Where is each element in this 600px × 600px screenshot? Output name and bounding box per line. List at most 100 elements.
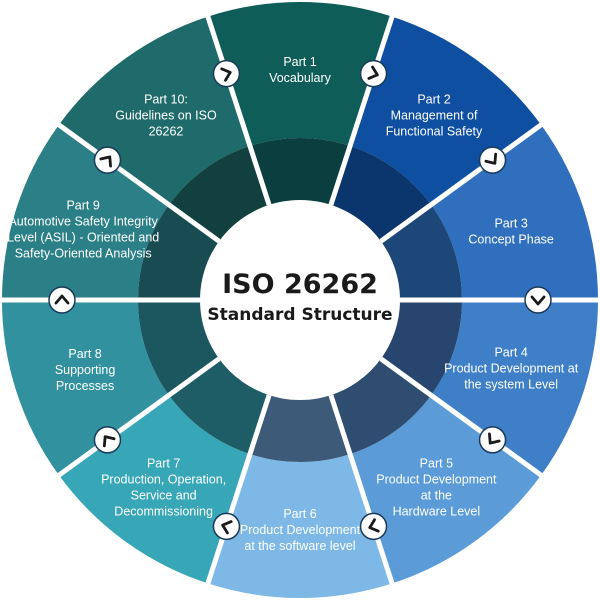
chevron-stroke: [54, 294, 70, 305]
label-line: Product Development: [240, 523, 361, 537]
badge-circle: [359, 59, 388, 88]
label-line: Concept Phase: [468, 232, 554, 246]
divider: [204, 13, 272, 206]
chevron-glyph: [54, 294, 70, 305]
divider: [328, 394, 396, 587]
chevron-stroke: [488, 432, 501, 445]
badge-circle: [48, 286, 76, 314]
chevron-stroke: [368, 518, 380, 533]
label-line: Production, Operation,: [101, 473, 226, 487]
chevron-glyph: [99, 155, 112, 168]
chevron-glyph: [102, 435, 116, 448]
chevron-glyph: [530, 295, 546, 306]
segment-part-9: [2, 124, 169, 300]
center-subtitle: Standard Structure: [207, 305, 392, 325]
label-line: Guidelines on ISO: [115, 109, 217, 123]
chevron-icon: [48, 286, 76, 314]
chevron-stroke: [367, 65, 379, 80]
label-line: Part 5: [420, 457, 453, 471]
divider: [55, 356, 221, 479]
chevron-stroke: [530, 295, 546, 306]
badge-circle: [524, 286, 552, 314]
label-line: Part 9: [66, 199, 99, 213]
label-line: Part 2: [417, 93, 450, 107]
chevron-icon: [359, 512, 388, 541]
label-part-6: Part 6 Product Development at the software…: [240, 507, 361, 553]
label-line: at the software level: [244, 539, 355, 553]
label-line: Part 10:: [144, 93, 188, 107]
label-line: Part 4: [494, 346, 527, 360]
center-disc: [200, 200, 400, 400]
segment-part-6: [207, 454, 393, 598]
segment-part-3: [431, 124, 598, 300]
divider: [204, 394, 272, 587]
label-part-3: Part 3 Concept Phase: [468, 216, 554, 246]
inner-segment-part-6: [249, 393, 351, 462]
badge-circle: [212, 512, 241, 541]
chevron-stroke: [102, 435, 116, 448]
label-line: Processes: [56, 379, 114, 393]
label-line: Management of: [391, 109, 478, 123]
segment-part-1: [207, 2, 393, 146]
chevron-icon: [524, 286, 552, 314]
label-line: Product Development at: [444, 362, 579, 376]
chevron-glyph: [221, 520, 233, 535]
chevron-glyph: [367, 65, 379, 80]
chevron-icon: [93, 426, 122, 454]
badge-circle: [212, 59, 241, 88]
label-line: Part 6: [283, 507, 316, 521]
chevron-glyph: [484, 152, 498, 165]
label-line: Automotive Safety Integrity: [8, 215, 158, 229]
chevron-stroke: [99, 155, 112, 168]
badge-circle: [478, 426, 507, 454]
divider: [379, 356, 545, 479]
label-line: Level (ASIL) - Oriented and: [7, 231, 159, 245]
chevron-stroke: [220, 67, 232, 82]
label-part-10: Part 10: Guidelines on ISO 26262: [115, 93, 217, 139]
chevron-glyph: [220, 67, 232, 82]
label-line: Service and: [131, 489, 197, 503]
chevron-icon: [212, 512, 241, 541]
label-line: Part 7: [147, 457, 180, 471]
label-line: Functional Safety: [386, 125, 483, 139]
center-title: ISO 26262: [222, 269, 378, 300]
divider: [328, 13, 396, 206]
badge-circle: [478, 146, 507, 174]
chevron-stroke: [484, 152, 498, 165]
badge-circle: [93, 146, 122, 174]
label-line: at the: [421, 489, 452, 503]
label-line: Vocabulary: [269, 71, 332, 85]
chevron-stroke: [221, 520, 233, 535]
dividers-layer: [0, 13, 600, 587]
label-line: 26262: [149, 125, 184, 139]
divider: [379, 121, 545, 244]
segment-part-8: [2, 300, 169, 476]
chevron-icon: [478, 426, 507, 454]
chevron-icon: [478, 146, 507, 174]
chevron-icon: [359, 59, 388, 88]
chevron-icon: [93, 146, 122, 174]
chevron-glyph: [368, 518, 380, 533]
label-line: Safety-Oriented Analysis: [15, 247, 152, 261]
label-line: Supporting: [55, 363, 116, 377]
segment-part-4: [431, 300, 598, 476]
label-line: Part 8: [68, 347, 101, 361]
label-line: Product Development: [376, 473, 497, 487]
chevron-glyph: [488, 432, 501, 445]
inner-segment-part-1: [249, 138, 351, 207]
label-part-2: Part 2 Management of Functional Safety: [386, 93, 483, 139]
label-line: Part 3: [494, 216, 527, 230]
chevron-icon: [212, 59, 241, 88]
chevron-badges-layer: [48, 59, 552, 541]
divider: [55, 121, 221, 244]
label-line: Decommissioning: [114, 505, 213, 519]
